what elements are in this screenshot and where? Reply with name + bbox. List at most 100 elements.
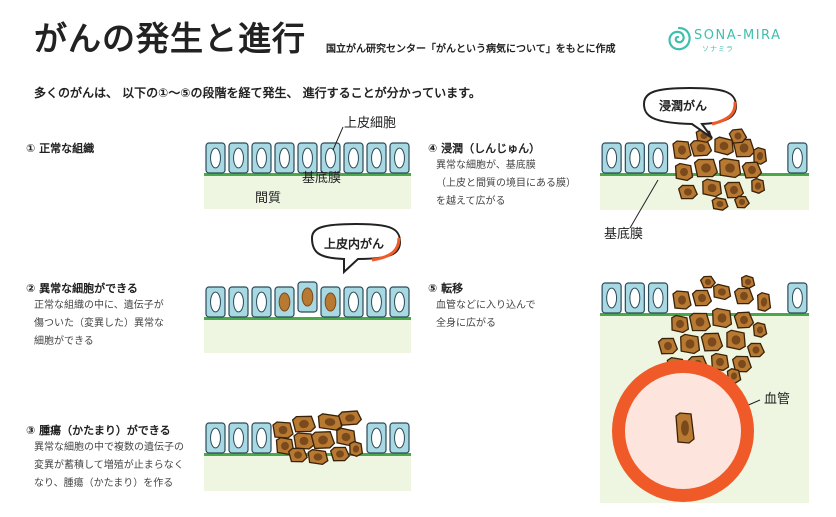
desc-line: を越えて広がる — [436, 196, 506, 207]
cancer-nucleus — [760, 297, 768, 307]
cancer-cell — [689, 139, 713, 157]
tissue-normal — [204, 142, 411, 209]
stage-4-title: ④ 浸潤（しんじゅん） — [428, 142, 541, 155]
cancer-nucleus — [730, 185, 738, 195]
cell-nucleus — [606, 287, 618, 309]
cell-nucleus — [629, 287, 641, 309]
cell-nucleus — [302, 147, 313, 169]
cell-nucleus — [394, 427, 405, 449]
cancer-nucleus — [678, 145, 686, 155]
cell-nucleus — [652, 287, 664, 309]
cancer-nucleus — [740, 315, 748, 325]
tissue-invasion — [600, 128, 809, 211]
cell-nucleus — [279, 147, 290, 169]
cancer-nucleus — [748, 165, 756, 175]
cancer-nucleus — [716, 357, 724, 367]
cell-nucleus — [256, 427, 267, 449]
cancer-nucleus — [696, 143, 706, 153]
stage-2-title: ② 異常な細胞ができる — [26, 282, 138, 295]
cell-nucleus — [256, 147, 267, 169]
blood-vessel-label: 血管 — [764, 392, 791, 407]
cancer-nucleus — [756, 151, 764, 161]
cancer-nucleus — [336, 450, 344, 458]
bubble-invasive — [642, 86, 738, 139]
cancer-cell — [751, 177, 766, 194]
bubble-invasive-text: 浸潤がん — [659, 99, 708, 113]
cancer-cell — [693, 158, 719, 178]
cell-nucleus — [629, 147, 641, 169]
cancer-cell — [349, 440, 364, 457]
cancer-nucleus — [678, 295, 686, 305]
basement-membrane-label-2: 基底膜 — [604, 227, 644, 242]
cancer-nucleus — [695, 317, 705, 327]
cancer-nucleus — [744, 278, 752, 286]
abnormal-nucleus — [324, 292, 337, 312]
desc-line: （上皮と間質の境目にある膜） — [436, 178, 576, 189]
logo-subtext: ソナミラ — [702, 45, 734, 53]
cancer-cell — [671, 314, 690, 334]
cancer-cell — [723, 181, 745, 199]
cancer-cell — [307, 448, 329, 466]
cancer-cell — [731, 355, 753, 373]
cancer-nucleus — [719, 141, 729, 151]
stage-5-title: ⑤ 転移 — [428, 282, 464, 295]
cancer-nucleus — [756, 326, 764, 334]
cancer-nucleus — [740, 291, 748, 301]
cancer-cell — [688, 312, 712, 332]
cell-nucleus — [791, 287, 803, 309]
intro-text: 多くのがんは、 以下の①～⑤の段階を経て発生、 進行することが分かっています。 — [34, 86, 481, 100]
cancer-nucleus — [345, 414, 355, 422]
basement-membrane — [204, 317, 411, 320]
desc-line: 傷ついた（変異した）異常な — [34, 318, 164, 329]
cancer-cell — [718, 157, 742, 179]
cancer-nucleus — [299, 419, 309, 429]
cancer-nucleus — [685, 339, 695, 349]
cancer-cell — [317, 413, 343, 431]
cell-nucleus — [791, 147, 803, 169]
cancer-cell — [752, 322, 768, 338]
cancer-cell — [288, 447, 308, 463]
page-title: がんの発生と進行 — [34, 19, 306, 58]
basement-membrane-label: 基底膜 — [302, 171, 342, 186]
cancer-nucleus — [278, 425, 288, 435]
stage-3-title: ③ 腫瘍（かたまり）ができる — [26, 424, 171, 437]
cancer-cell — [699, 275, 717, 289]
desc-line: 異常な細胞の中で複数の遺伝子の — [34, 442, 184, 453]
cancer-cell — [336, 427, 357, 447]
desc-line: 血管などに入り込んで — [436, 300, 536, 311]
cancer-nucleus — [281, 441, 289, 451]
cancer-cell — [672, 290, 692, 310]
cancer-nucleus — [739, 143, 749, 153]
cell-nucleus — [233, 147, 244, 169]
cancer-cell — [741, 161, 763, 179]
cell-nucleus — [233, 291, 244, 313]
cell-nucleus — [394, 147, 405, 169]
cell-nucleus — [371, 427, 382, 449]
stroma — [204, 173, 411, 209]
cancer-cell — [337, 410, 363, 426]
stage-4-desc: 異常な細胞が、基底膜 （上皮と間質の境目にある膜） を越えて広がる — [436, 157, 576, 211]
cancer-nucleus — [734, 132, 742, 140]
cancer-cell — [702, 178, 723, 198]
desc-line: 細胞ができる — [34, 336, 94, 347]
cell-nucleus — [210, 291, 221, 313]
epithelium-label: 上皮細胞 — [344, 116, 397, 131]
desc-line: 異常な細胞が、基底膜 — [436, 160, 536, 171]
cancer-nucleus — [294, 451, 302, 459]
cancer-cell — [733, 287, 755, 305]
cancer-nucleus — [707, 183, 717, 193]
cell-nucleus — [210, 147, 221, 169]
cancer-nucleus — [681, 420, 689, 436]
cancer-cell — [728, 128, 748, 144]
cancer-cell — [711, 197, 729, 211]
cancer-nucleus — [718, 288, 726, 296]
cancer-cell — [329, 446, 351, 462]
cancer-nucleus — [752, 346, 760, 354]
cancer-cell — [714, 136, 734, 156]
cancer-cell — [680, 333, 701, 355]
desc-line: 全身に広がる — [436, 318, 496, 329]
cancer-cell — [746, 342, 766, 358]
logo-text: SONA-MIRA — [694, 28, 782, 43]
cancer-nucleus — [698, 293, 706, 303]
